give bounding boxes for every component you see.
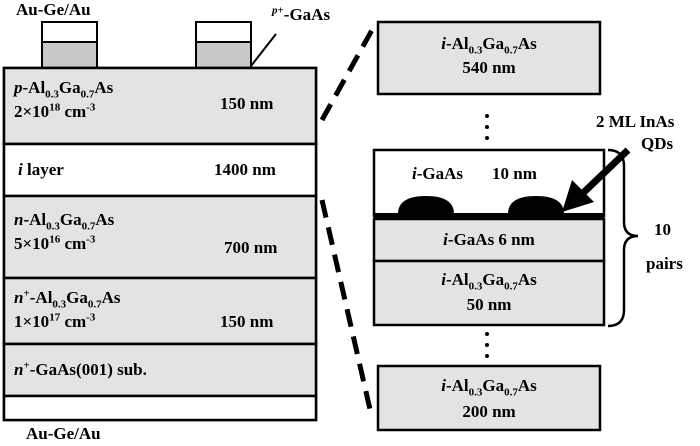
qd-arrow-shaft: [579, 147, 631, 197]
cap-pointer-line: [250, 33, 277, 67]
nplus-doping-label: 1×1017 cm-3: [14, 311, 96, 331]
cap-layer-label: p+-GaAs: [272, 4, 331, 24]
layer-i: [2, 142, 318, 198]
layer-substrate: [2, 342, 318, 398]
barrier-label: i-Al0.3Ga0.7As: [441, 270, 537, 293]
spacer-label: i-GaAs 6 nm: [443, 230, 535, 249]
pairs-brace: [607, 148, 639, 328]
bottom-barrier-thickness: 200 nm: [462, 402, 516, 421]
n-algaas-label: n-Al0.3Ga0.7As: [14, 210, 115, 233]
layer-nplus-algaas: [2, 276, 318, 346]
right-bottom-barrier: [376, 364, 602, 432]
nplus-algaas-label: n+-Al0.3Ga0.7As: [14, 287, 121, 311]
qd-annotation-line1: 2 ML InAs: [596, 112, 675, 131]
p-thickness-label: 150 nm: [220, 94, 274, 113]
top-contact-label: Au-Ge/Au: [16, 0, 91, 19]
pairs-annotation-line1: 10: [654, 220, 671, 239]
n-thickness-label: 700 nm: [224, 238, 278, 257]
bottom-contact-label: Au-Ge/Au: [26, 424, 101, 443]
right-spacer-layer: [372, 217, 606, 263]
left-top-contact: [41, 21, 98, 43]
quantum-dot-2: [508, 196, 564, 214]
top-barrier-label: i-Al0.3Ga0.7As: [441, 34, 537, 57]
pairs-annotation-line2: pairs: [646, 254, 683, 273]
bottom-barrier-label: i-Al0.3Ga0.7As: [441, 376, 537, 399]
i-thickness-label: 1400 nm: [214, 160, 276, 179]
bottom-contact-layer: [2, 394, 318, 422]
p-algaas-label: p-Al0.3Ga0.7As: [14, 78, 114, 101]
qd-annotation-line2: QDs: [641, 134, 674, 153]
right-top-contact: [195, 21, 252, 43]
ellipsis-top: [485, 114, 489, 140]
barrier-thickness: 50 nm: [466, 295, 512, 314]
quantum-dot-1: [398, 196, 454, 214]
zoom-line-bottom: [319, 199, 375, 419]
right-top-barrier: [376, 20, 602, 96]
left-cap-layer: [41, 41, 98, 69]
substrate-label: n+-GaAs(001) sub.: [14, 359, 147, 379]
qd-layer-label: i-GaAs: [412, 164, 464, 183]
nplus-thickness-label: 150 nm: [220, 312, 274, 331]
qd-layer-thickness: 10 nm: [492, 164, 537, 183]
ellipsis-bottom: [485, 332, 489, 358]
right-barrier-layer: [372, 259, 606, 327]
layer-p-algaas: [2, 66, 318, 146]
qd-arrow-head: [562, 180, 594, 212]
top-barrier-thickness: 540 nm: [462, 58, 516, 77]
layer-n-algaas: [2, 194, 318, 280]
zoom-line-top: [319, 28, 375, 122]
right-cap-layer: [195, 41, 252, 69]
p-doping-label: 2×1018 cm-3: [14, 101, 96, 121]
n-doping-label: 5×1016 cm-3: [14, 233, 96, 253]
wetting-layer: [374, 213, 604, 219]
i-layer-label: i layer: [18, 160, 64, 179]
